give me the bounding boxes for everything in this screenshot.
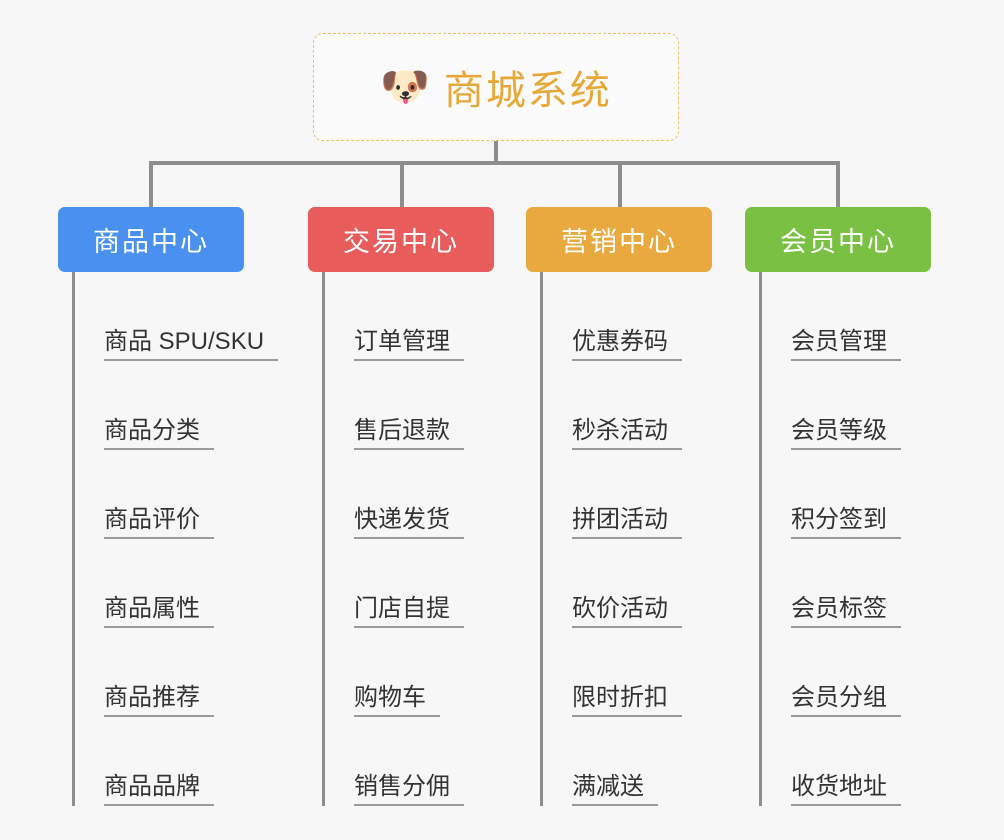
leaf-label: 砍价活动	[572, 595, 682, 628]
leaf-label: 商品 SPU/SKU	[104, 328, 279, 361]
leaf-list-member: 会员管理 会员等级 积分签到 会员标签 会员分组 收货地址	[759, 272, 901, 806]
leaf-label: 商品评价	[104, 506, 214, 539]
list-item[interactable]: 商品评价	[72, 450, 278, 539]
leaf-label: 售后退款	[354, 417, 464, 450]
root-stem-connector	[494, 141, 498, 163]
list-item[interactable]: 商品推荐	[72, 628, 278, 717]
leaf-label: 限时折扣	[572, 684, 682, 717]
branch-header-marketing[interactable]: 营销中心	[526, 207, 712, 272]
list-item[interactable]: 快递发货	[322, 450, 464, 539]
list-item[interactable]: 优惠券码	[540, 272, 682, 361]
leaf-label: 会员标签	[791, 595, 901, 628]
list-item[interactable]: 收货地址	[759, 717, 901, 806]
leaf-label: 会员管理	[791, 328, 901, 361]
list-item[interactable]: 会员管理	[759, 272, 901, 361]
list-item[interactable]: 积分签到	[759, 450, 901, 539]
leaf-label: 订单管理	[354, 328, 464, 361]
branch-spine-marketing	[540, 272, 543, 806]
leaf-label: 门店自提	[354, 595, 464, 628]
leaf-label: 收货地址	[791, 773, 901, 806]
list-item[interactable]: 售后退款	[322, 361, 464, 450]
list-item[interactable]: 满减送	[540, 717, 682, 806]
branch-product: 商品中心 商品 SPU/SKU 商品分类 商品评价 商品属性 商品推荐 商品品牌	[58, 207, 279, 806]
branch-trade: 交易中心 订单管理 售后退款 快递发货 门店自提 购物车 销售分佣	[308, 207, 494, 806]
list-item[interactable]: 商品 SPU/SKU	[72, 272, 279, 361]
list-item[interactable]: 秒杀活动	[540, 361, 682, 450]
branch-spine-product	[72, 272, 75, 806]
leaf-label: 会员等级	[791, 417, 901, 450]
leaf-label: 快递发货	[354, 506, 464, 539]
branch-header-member[interactable]: 会员中心	[745, 207, 931, 272]
leaf-label: 优惠券码	[572, 328, 682, 361]
leaf-label: 拼团活动	[572, 506, 682, 539]
list-item[interactable]: 购物车	[322, 628, 464, 717]
branch-drop-connector-3	[618, 161, 622, 207]
list-item[interactable]: 砍价活动	[540, 539, 682, 628]
branch-marketing: 营销中心 优惠券码 秒杀活动 拼团活动 砍价活动 限时折扣 满减送	[526, 207, 712, 806]
branch-spine-member	[759, 272, 762, 806]
list-item[interactable]: 会员标签	[759, 539, 901, 628]
horizontal-bus-connector	[149, 161, 840, 165]
list-item[interactable]: 限时折扣	[540, 628, 682, 717]
list-item[interactable]: 订单管理	[322, 272, 464, 361]
list-item[interactable]: 销售分佣	[322, 717, 464, 806]
leaf-label: 秒杀活动	[572, 417, 682, 450]
list-item[interactable]: 门店自提	[322, 539, 464, 628]
leaf-label: 购物车	[354, 684, 440, 717]
branch-drop-connector-4	[836, 161, 840, 207]
branch-member: 会员中心 会员管理 会员等级 积分签到 会员标签 会员分组 收货地址	[745, 207, 931, 806]
leaf-label: 商品推荐	[104, 684, 214, 717]
leaf-label: 满减送	[572, 773, 658, 806]
root-node[interactable]: 🐶 商城系统	[313, 33, 679, 141]
leaf-label: 销售分佣	[354, 773, 464, 806]
list-item[interactable]: 商品属性	[72, 539, 278, 628]
list-item[interactable]: 商品品牌	[72, 717, 278, 806]
list-item[interactable]: 商品分类	[72, 361, 278, 450]
leaf-label: 商品属性	[104, 595, 214, 628]
dog-face-icon: 🐶	[380, 65, 430, 109]
leaf-label: 商品分类	[104, 417, 214, 450]
leaf-list-marketing: 优惠券码 秒杀活动 拼团活动 砍价活动 限时折扣 满减送	[540, 272, 682, 806]
branch-spine-trade	[322, 272, 325, 806]
leaf-label: 积分签到	[791, 506, 901, 539]
leaf-label: 会员分组	[791, 684, 901, 717]
leaf-label: 商品品牌	[104, 773, 214, 806]
branch-header-trade[interactable]: 交易中心	[308, 207, 494, 272]
list-item[interactable]: 会员分组	[759, 628, 901, 717]
branch-drop-connector-1	[149, 161, 153, 207]
branch-drop-connector-2	[400, 161, 404, 207]
list-item[interactable]: 会员等级	[759, 361, 901, 450]
root-title: 商城系统	[443, 69, 612, 113]
leaf-list-trade: 订单管理 售后退款 快递发货 门店自提 购物车 销售分佣	[322, 272, 464, 806]
list-item[interactable]: 拼团活动	[540, 450, 682, 539]
leaf-list-product: 商品 SPU/SKU 商品分类 商品评价 商品属性 商品推荐 商品品牌	[72, 272, 279, 806]
branch-header-product[interactable]: 商品中心	[58, 207, 244, 272]
